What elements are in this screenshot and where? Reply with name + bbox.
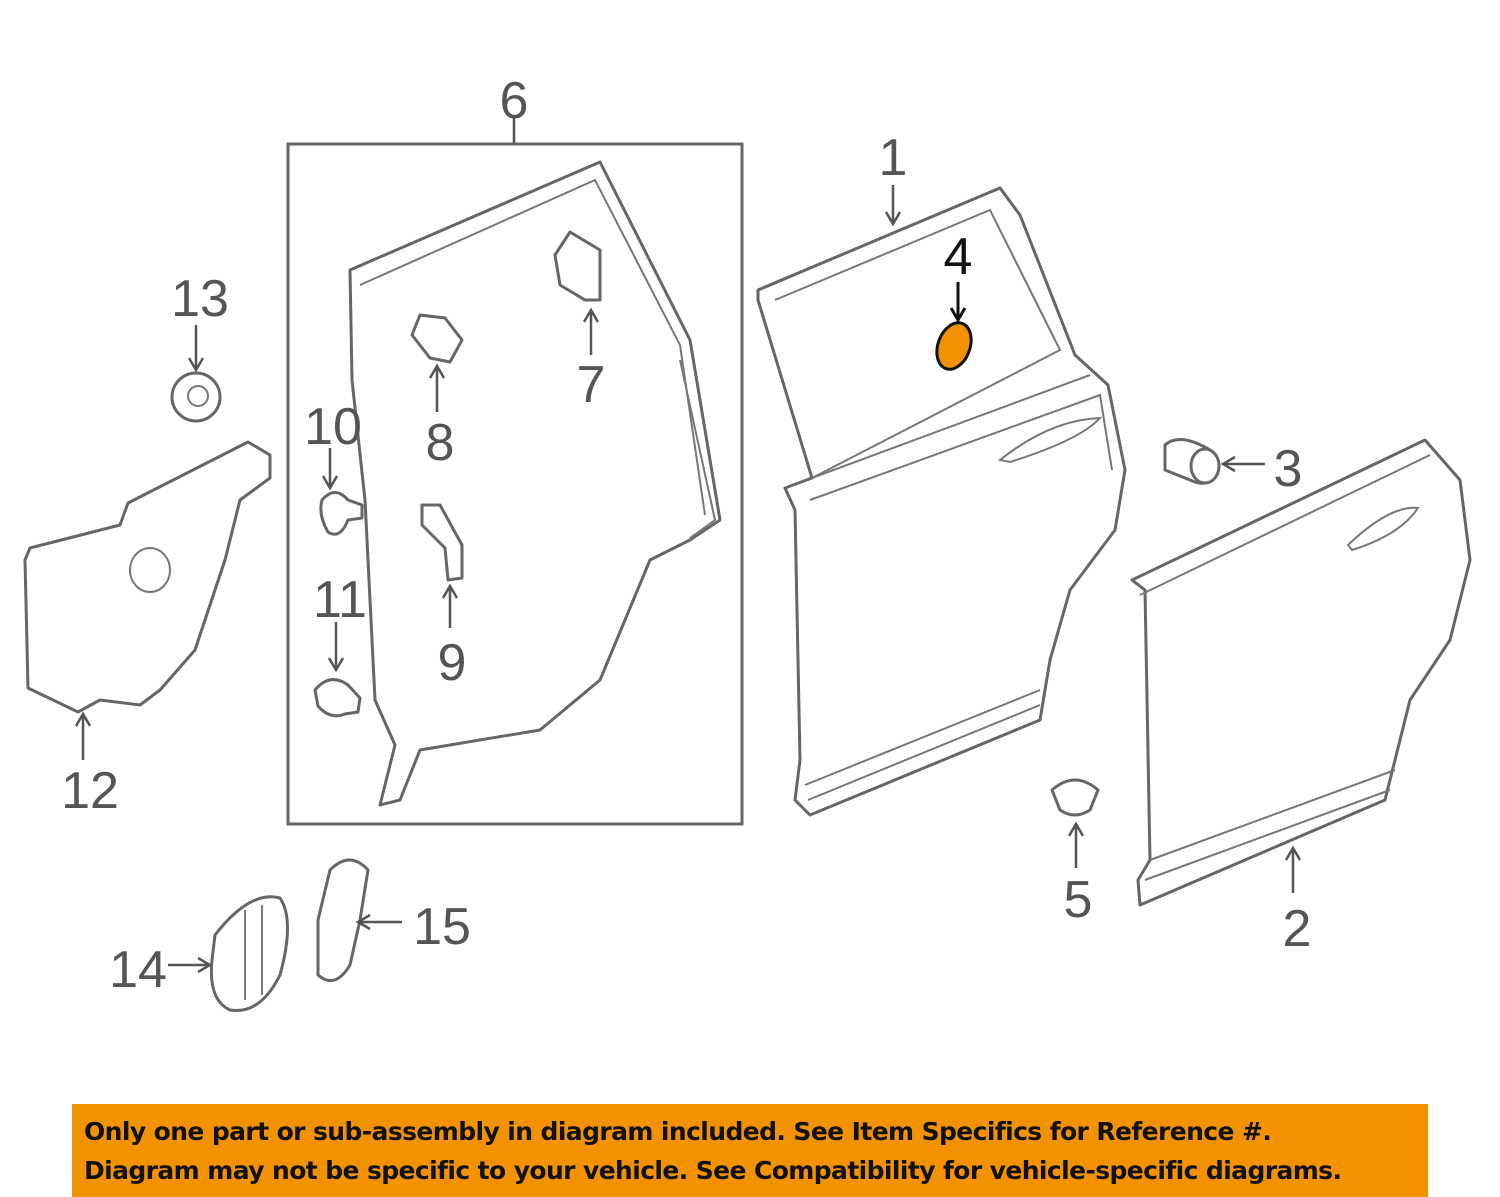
part-1-door-shell — [756, 186, 1127, 817]
callout-10: 10 — [304, 398, 362, 456]
callout-14: 14 — [109, 941, 167, 999]
part-8-clip — [410, 313, 464, 364]
disclaimer-line-1: Only one part or sub-assembly in diagram… — [84, 1117, 1272, 1146]
part-10-clip — [319, 491, 364, 536]
disclaimer-line-2: Diagram may not be specific to your vehi… — [84, 1156, 1342, 1185]
part-11-clip — [313, 678, 362, 718]
door-weatherstrip — [348, 160, 722, 807]
callout-11: 11 — [313, 571, 367, 629]
callout-6: 6 — [500, 72, 529, 130]
part-12-panel — [23, 440, 272, 714]
part-4-highlighted — [935, 321, 973, 371]
callout-15: 15 — [413, 898, 471, 956]
callout-2: 2 — [1283, 900, 1312, 958]
part-13-nut — [170, 371, 222, 423]
part-9-bracket — [420, 503, 464, 582]
callout-7: 7 — [577, 356, 606, 414]
callout-1: 1 — [879, 129, 908, 187]
part-7-clip — [553, 230, 602, 302]
disclaimer-banner: Only one part or sub-assembly in diagram… — [72, 1104, 1428, 1197]
callout-5: 5 — [1064, 871, 1093, 929]
part-14-cover — [209, 895, 289, 1013]
callout-9: 9 — [438, 634, 467, 692]
callout-4: 4 — [944, 228, 973, 286]
callout-3: 3 — [1274, 440, 1303, 498]
callout-12: 12 — [61, 762, 119, 820]
part-5-plug — [1050, 778, 1100, 817]
part-2-outer-panel — [1130, 438, 1472, 907]
part-15-seal — [316, 858, 370, 983]
callout-13: 13 — [171, 270, 229, 328]
callout-8: 8 — [426, 414, 455, 472]
